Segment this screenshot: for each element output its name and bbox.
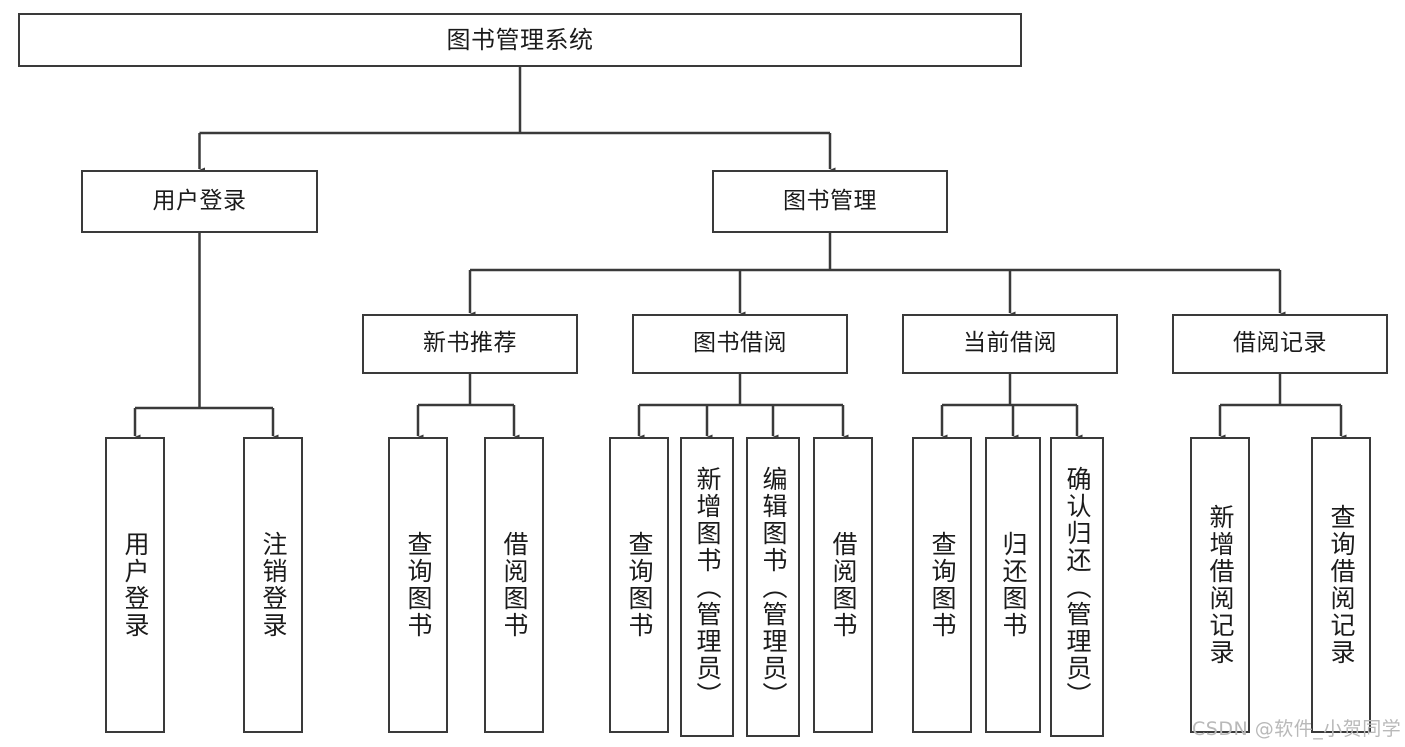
node-leaf-borrow-book-1[interactable]: 借阅图书 (484, 437, 544, 733)
node-label: 新书推荐 (423, 330, 517, 357)
node-leaf-query-book-3[interactable]: 查询图书 (912, 437, 972, 733)
node-label: 编辑图书（管理员） (759, 465, 788, 709)
node-label: 归还图书 (999, 531, 1028, 639)
node-bookmgmt[interactable]: 图书管理 (712, 170, 948, 233)
node-label: 新增图书（管理员） (693, 465, 722, 709)
node-leaf-edit-book[interactable]: 编辑图书（管理员） (746, 437, 800, 737)
node-leaf-add-book[interactable]: 新增图书（管理员） (680, 437, 734, 737)
node-leaf-query-book-1[interactable]: 查询图书 (388, 437, 448, 733)
node-label: 借阅记录 (1233, 330, 1327, 357)
node-root[interactable]: 图书管理系统 (18, 13, 1022, 67)
watermark: CSDN @软件_小贺同学 (1192, 718, 1402, 740)
node-label: 新增借阅记录 (1206, 504, 1235, 666)
node-leaf-query-record[interactable]: 查询借阅记录 (1311, 437, 1371, 733)
edges (129, 67, 1347, 444)
node-label: 图书借阅 (693, 330, 787, 357)
node-label: 用户登录 (152, 187, 247, 214)
node-label: 图书管理系统 (446, 25, 594, 54)
node-label: 查询借阅记录 (1327, 504, 1356, 666)
node-leaf-user-logout[interactable]: 注销登录 (243, 437, 303, 733)
node-label: 查询图书 (928, 531, 957, 639)
node-leaf-confirm-return[interactable]: 确认归还（管理员） (1050, 437, 1104, 737)
node-login[interactable]: 用户登录 (81, 170, 318, 233)
node-label: 确认归还（管理员） (1063, 465, 1092, 709)
node-leaf-add-record[interactable]: 新增借阅记录 (1190, 437, 1250, 733)
node-leaf-query-book-2[interactable]: 查询图书 (609, 437, 669, 733)
node-label: 查询图书 (404, 531, 433, 639)
node-leaf-return-book[interactable]: 归还图书 (985, 437, 1041, 733)
node-leaf-borrow-book-2[interactable]: 借阅图书 (813, 437, 873, 733)
node-newbook[interactable]: 新书推荐 (362, 314, 578, 374)
node-current[interactable]: 当前借阅 (902, 314, 1118, 374)
node-records[interactable]: 借阅记录 (1172, 314, 1388, 374)
node-leaf-user-login[interactable]: 用户登录 (105, 437, 165, 733)
node-label: 图书管理 (783, 187, 877, 214)
node-label: 借阅图书 (500, 531, 529, 639)
node-label: 用户登录 (121, 531, 150, 639)
node-borrow[interactable]: 图书借阅 (632, 314, 848, 374)
node-label: 当前借阅 (963, 330, 1057, 357)
node-label: 注销登录 (259, 531, 288, 639)
node-label: 查询图书 (625, 531, 654, 639)
node-label: 借阅图书 (829, 531, 858, 639)
